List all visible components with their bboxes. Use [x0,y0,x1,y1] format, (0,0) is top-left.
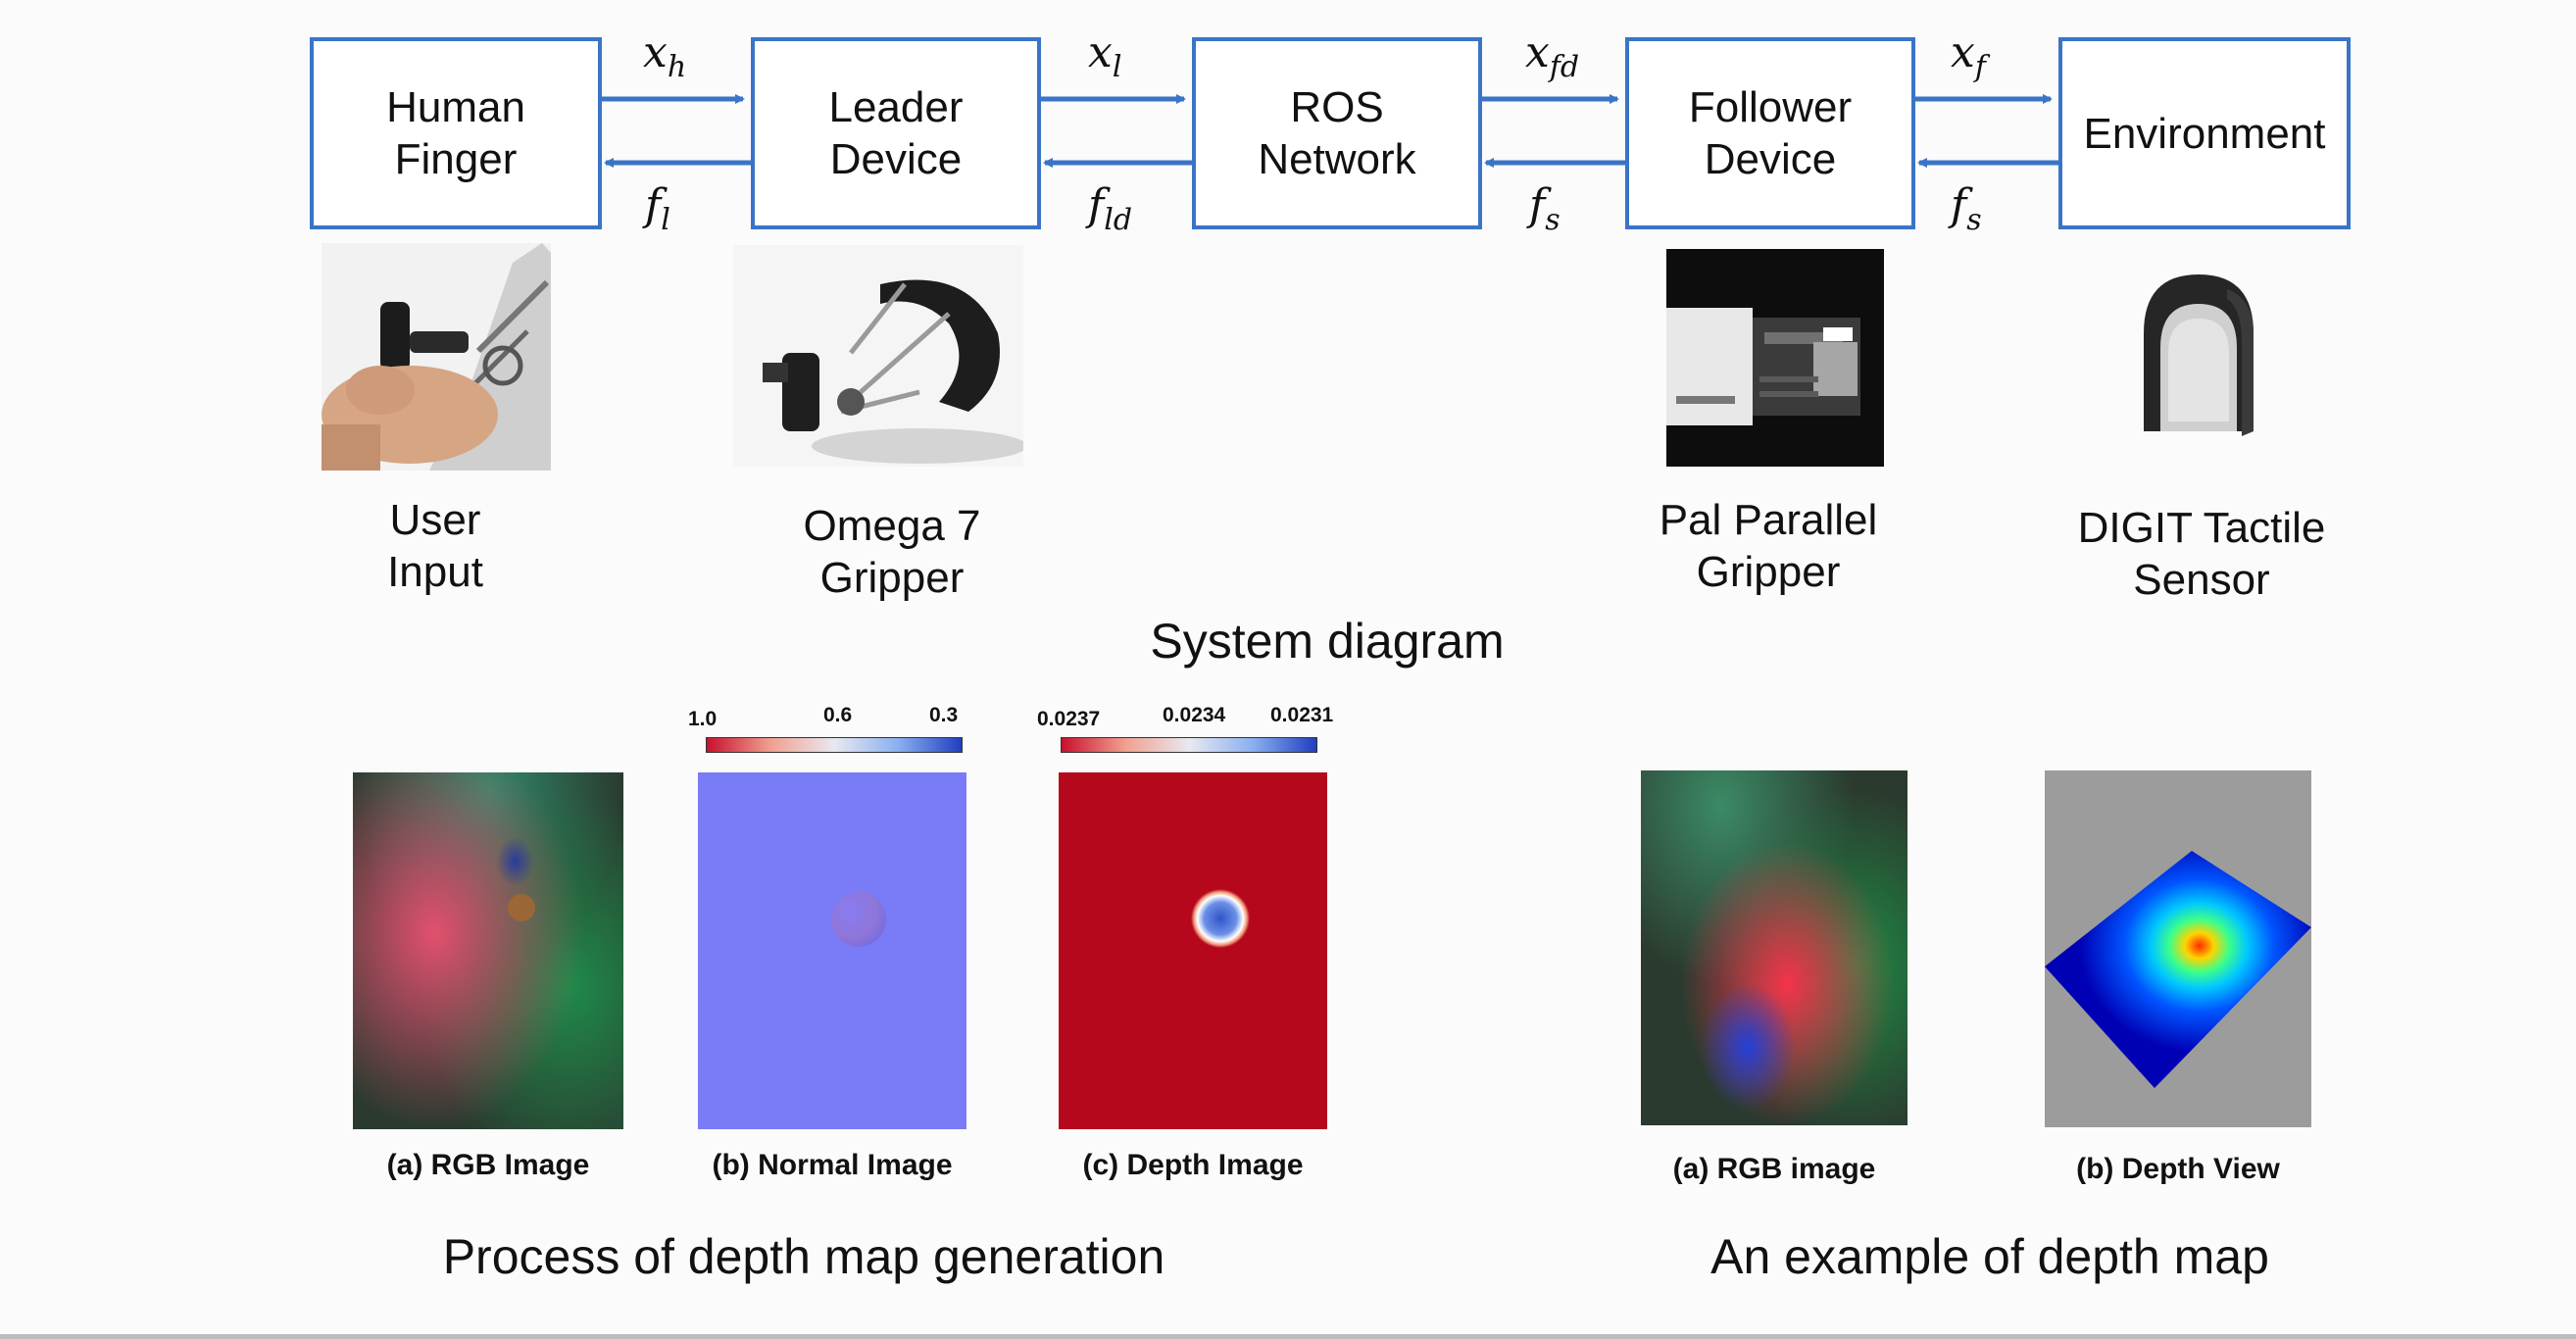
caption-process: Process of depth map generation [442,1229,1165,1284]
colorbar-normal [706,737,963,753]
rgb-image-panel [353,772,623,1129]
caption-system-diagram: System diagram [1150,614,1505,669]
colorbar-normal-tick-1: 0.6 [823,704,853,726]
caption-depth-image: (c) Depth Image [1082,1149,1304,1181]
signal-xf: xf [1951,27,1986,84]
signal-fs2: fs [1951,180,1982,237]
caption-rgb-image: (a) RGB Image [386,1149,590,1181]
bottom-divider [0,1334,2576,1339]
normal-image-panel [698,772,966,1129]
digit-sensor-photo [2119,265,2278,441]
colorbar-normal-tick-0: 1.0 [688,708,718,730]
depth-image-panel [1059,772,1327,1129]
block-environment: Environment [2058,37,2351,229]
example-rgb-image-panel [1641,770,1907,1125]
label-pal-gripper: Pal Parallel Gripper [1659,496,1878,596]
block-leader-device: Leader Device [751,37,1041,229]
user-input-photo [322,243,551,471]
caption-example: An example of depth map [1710,1229,2269,1284]
omega7-photo [733,245,1023,467]
signal-xh: xh [643,27,687,84]
signal-fld: fld [1088,180,1133,237]
pal-gripper-photo [1666,249,1884,467]
depth-view-panel [2045,770,2311,1127]
label-digit: DIGIT Tactile Sensor [2077,504,2326,604]
caption-example-rgb: (a) RGB image [1672,1153,1876,1185]
colorbar-depth-tick-0: 0.0237 [1037,708,1101,730]
label-user-input: User Input [387,496,483,596]
colorbar-normal-tick-2: 0.3 [929,704,959,726]
caption-depth-view: (b) Depth View [2076,1153,2280,1185]
colorbar-depth-tick-1: 0.0234 [1163,704,1226,726]
block-follower-device: Follower Device [1625,37,1915,229]
signal-xfd: xfd [1525,27,1580,84]
block-ros-network: ROS Network [1192,37,1482,229]
colorbar-depth-tick-2: 0.0231 [1270,704,1334,726]
caption-normal-image: (b) Normal Image [712,1149,953,1181]
label-omega7: Omega 7 Gripper [803,502,981,602]
signal-fl: fl [645,180,670,237]
signal-xl: xl [1088,27,1122,84]
block-human-finger: Human Finger [310,37,602,229]
signal-fs1: fs [1529,180,1560,237]
colorbar-depth [1061,737,1317,753]
